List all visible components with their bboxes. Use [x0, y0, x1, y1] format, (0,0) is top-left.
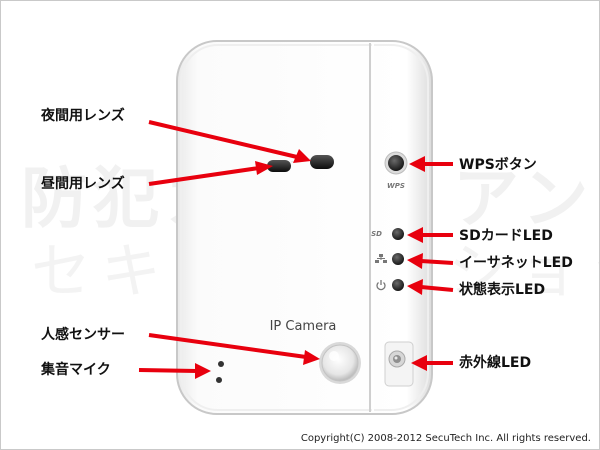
wps-button	[388, 155, 404, 171]
camera-body-inner-edge	[180, 44, 429, 411]
camera-brand-label: IP Camera	[270, 319, 337, 334]
label-sd-card-led: SDカードLED	[459, 228, 553, 244]
arrow-microphone	[138, 368, 198, 373]
night-lens-opening	[310, 155, 334, 169]
microphone-hole-upper	[218, 361, 224, 367]
microphone-hole-lower	[216, 377, 222, 383]
label-ethernet-led: イーサネットLED	[459, 255, 573, 271]
label-night-lens: 夜間用レンズ	[41, 108, 125, 124]
label-infrared-led: 赤外線LED	[459, 355, 532, 371]
label-wps-button: WPSボタン	[459, 157, 537, 173]
arrow-status-led	[420, 285, 454, 292]
label-day-lens: 昼間用レンズ	[41, 176, 125, 192]
label-status-led: 状態表示LED	[459, 282, 546, 298]
motion-sensor-dome	[321, 344, 359, 382]
wps-marking: WPS	[387, 182, 405, 190]
label-motion-sensor: 人感センサー	[41, 327, 125, 343]
arrow-day-lens	[148, 166, 260, 186]
sd-card-led	[392, 228, 404, 240]
camera-body	[176, 40, 433, 415]
arrow-ethernet-led	[420, 259, 454, 265]
network-icon	[375, 254, 387, 263]
arrow-motion-sensor	[148, 333, 307, 359]
arrow-night-lens	[148, 120, 298, 159]
status-led	[392, 279, 404, 291]
ethernet-led	[392, 253, 404, 265]
day-lens-opening	[267, 160, 291, 172]
copyright-notice: Copyright(C) 2008-2012 SecuTech Inc. All…	[300, 433, 591, 444]
sd-marking: SD	[371, 230, 382, 238]
label-microphone: 集音マイク	[41, 362, 111, 378]
power-icon	[376, 280, 386, 291]
